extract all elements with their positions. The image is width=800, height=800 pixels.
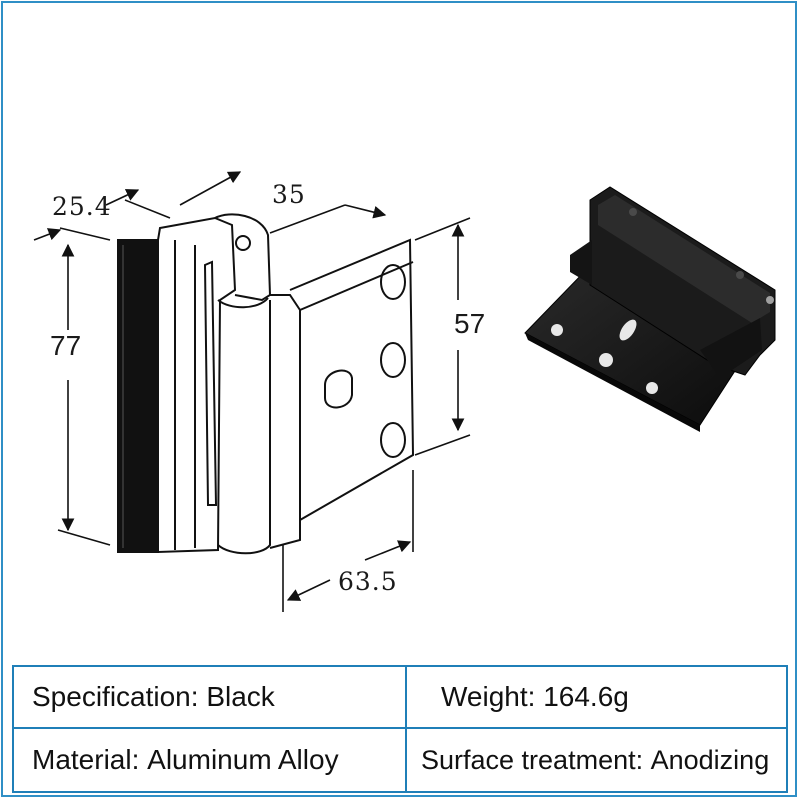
- dimension-25-4: 25.4: [52, 192, 112, 221]
- spec-value: Black: [206, 681, 275, 712]
- weight-label: Weight:: [441, 681, 536, 712]
- surface-label: Surface treatment:: [421, 744, 644, 775]
- spec-cell-weight: Weight: 164.6g: [407, 667, 786, 729]
- surface-value: Anodizing: [650, 744, 770, 775]
- spec-cell-surface: Surface treatment: Anodizing: [407, 729, 786, 791]
- weight-value: 164.6g: [543, 681, 629, 712]
- spec-label: Specification:: [32, 681, 199, 712]
- product-photo: [495, 155, 795, 465]
- dimension-57: 57: [454, 308, 486, 339]
- dimension-35: 35: [272, 180, 306, 209]
- dimension-63-5: 63.5: [338, 567, 398, 596]
- hinge-line-drawing: [117, 213, 415, 555]
- technical-drawing: [33, 155, 795, 612]
- dimension-lines: [33, 171, 471, 612]
- dimension-77: 77: [50, 330, 82, 361]
- material-value: Aluminum Alloy: [147, 744, 339, 775]
- spec-cell-specification: Specification: Black: [14, 667, 407, 729]
- material-label: Material:: [32, 744, 140, 775]
- spec-cell-material: Material: Aluminum Alloy: [14, 729, 407, 791]
- spec-table: Specification: Black Weight: 164.6g Mate…: [12, 665, 788, 793]
